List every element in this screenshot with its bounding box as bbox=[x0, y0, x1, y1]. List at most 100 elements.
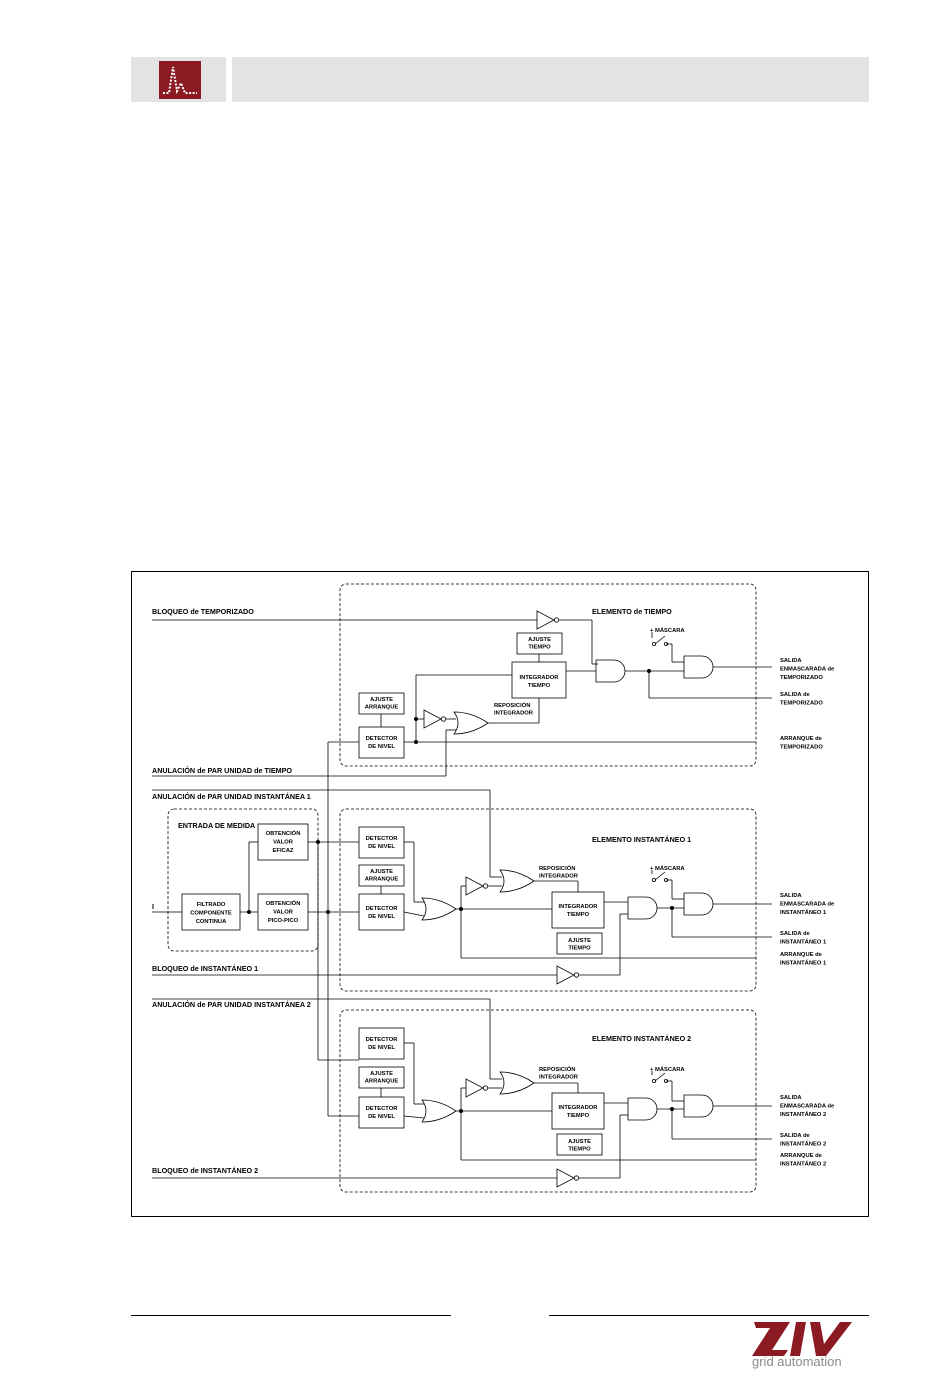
label-line: SALIDA bbox=[780, 658, 802, 664]
label-line: INSTANTÁNEO 1 bbox=[780, 939, 827, 946]
label-diagram-tiempo-integrador: INTEGRADOR TIEMPO bbox=[520, 675, 560, 689]
label-line: DE NIVEL bbox=[368, 1045, 395, 1051]
not-gate-i1 bbox=[465, 876, 484, 896]
brand-tagline: grid automation bbox=[752, 1354, 842, 1369]
and-gate-i1a bbox=[627, 896, 658, 920]
label-diagram-inst1-out_salida: SALIDA de INSTANTÁNEO 1 bbox=[780, 931, 827, 946]
label-line: VALOR bbox=[273, 910, 294, 916]
title-tiempo: ELEMENTO de TIEMPO bbox=[592, 607, 672, 616]
label-line: TIEMPO bbox=[528, 683, 551, 689]
not-gate-bloqueo-i1 bbox=[556, 965, 575, 985]
footer-rule-right bbox=[549, 1315, 869, 1316]
label-line: ARRANQUE de bbox=[780, 1153, 823, 1159]
box-detector-i2b bbox=[358, 1096, 405, 1129]
label-line: TEMPORIZADO bbox=[780, 675, 823, 681]
label-diagram-inst1-integrador: INTEGRADOR TIEMPO bbox=[559, 904, 599, 918]
label-line: DE NIVEL bbox=[368, 1114, 395, 1120]
label-line: TIEMPO bbox=[568, 1147, 591, 1153]
box-ajuste-tiempo-i2 bbox=[556, 1133, 603, 1156]
box-detector-i1b bbox=[358, 893, 405, 931]
label-line: REPOSICIÓN bbox=[539, 864, 575, 872]
label-line: INTEGRADOR bbox=[520, 675, 560, 681]
label-diagram-medida-pico: OBTENCIÓN VALOR PICO-PICO bbox=[266, 899, 301, 924]
and-gate-i2b bbox=[683, 1094, 714, 1118]
label-line: SALIDA de bbox=[780, 931, 811, 937]
or-gate-i1a bbox=[499, 869, 535, 893]
not-gate-bloqueo-t bbox=[536, 610, 555, 630]
label-bloqueo-inst1: BLOQUEO de INSTANTÁNEO 1 bbox=[152, 964, 258, 973]
box-ajuste-tiempo-t bbox=[516, 632, 563, 655]
label-line: SALIDA bbox=[780, 1095, 802, 1101]
label-line: INTEGRADOR bbox=[559, 1105, 599, 1111]
label-line: TIEMPO bbox=[567, 912, 590, 918]
box-integrador-i2 bbox=[551, 1092, 605, 1130]
label-line: TIEMPO bbox=[567, 1113, 590, 1119]
label-line: DE NIVEL bbox=[368, 844, 395, 850]
label-line: ARRANQUE bbox=[365, 877, 399, 883]
box-integrador-i1 bbox=[551, 891, 605, 929]
label-line: TIEMPO bbox=[528, 645, 551, 651]
label-line: PICO-PICO bbox=[268, 918, 299, 924]
header-title-bar bbox=[232, 57, 869, 102]
label-line: SALIDA de bbox=[780, 692, 811, 698]
label-anulacion-inst2: ANULACIÓN de PAR UNIDAD INSTANTÁNEA 2 bbox=[152, 1000, 311, 1009]
label-mascara-i2: + MÁSCARA bbox=[650, 1066, 685, 1073]
label-line: DETECTOR bbox=[366, 906, 399, 912]
label-line: FILTRADO bbox=[197, 902, 226, 908]
label-diagram-tiempo-out_salida: SALIDA de TEMPORIZADO bbox=[780, 692, 823, 707]
label-line: REPOSICIÓN bbox=[494, 701, 530, 709]
box-ajuste-arranque-t bbox=[358, 692, 405, 715]
title-inst2: ELEMENTO INSTANTÁNEO 2 bbox=[592, 1034, 691, 1043]
label-line: DE NIVEL bbox=[368, 744, 395, 750]
label-line: SALIDA bbox=[780, 893, 802, 899]
label-diagram-inst1-ajuste_tiempo: AJUSTE TIEMPO bbox=[568, 938, 591, 952]
label-line: AJUSTE bbox=[370, 697, 393, 703]
label-line: COMPONENTE bbox=[190, 911, 232, 917]
label-diagram-tiempo-reposicion: REPOSICIÓN INTEGRADOR bbox=[494, 701, 534, 717]
or-gate-i2b bbox=[421, 1099, 457, 1123]
label-line: INTEGRADOR bbox=[494, 711, 534, 717]
label-diagram-medida-eficaz: OBTENCIÓN VALOR EFICAZ bbox=[266, 829, 301, 854]
title-medida: ENTRADA DE MEDIDA bbox=[178, 821, 255, 830]
label-line: VALOR bbox=[273, 840, 294, 846]
label-line: INSTANTÁNEO 1 bbox=[780, 960, 827, 967]
box-ajuste-arranque-i1 bbox=[358, 864, 405, 887]
and-gate-t1 bbox=[595, 659, 626, 683]
label-line: OBTENCIÓN bbox=[266, 899, 301, 907]
box-detector-i2a bbox=[358, 1027, 405, 1060]
label-mascara-i1: + MÁSCARA bbox=[650, 865, 685, 872]
waveform-icon bbox=[159, 61, 201, 99]
label-line: TIEMPO bbox=[568, 946, 591, 952]
box-ajuste-tiempo-i1 bbox=[556, 932, 603, 955]
label-line: TEMPORIZADO bbox=[780, 701, 823, 707]
and-gate-i1b bbox=[683, 892, 714, 916]
label-line: INSTANTÁNEO 2 bbox=[780, 1141, 826, 1148]
label-line: REPOSICIÓN bbox=[539, 1065, 575, 1073]
label-line: EFICAZ bbox=[273, 848, 294, 854]
label-diagram-tiempo-out_masked: SALIDA ENMASCARADA de TEMPORIZADO bbox=[780, 658, 835, 681]
label-line: ENMASCARADA de bbox=[780, 1104, 835, 1110]
group-inst2 bbox=[339, 1009, 757, 1193]
label-mascara-t: + MÁSCARA bbox=[650, 627, 685, 634]
label-line: INTEGRADOR bbox=[559, 904, 599, 910]
label-line: OBTENCIÓN bbox=[266, 829, 301, 837]
label-line: ENMASCARADA de bbox=[780, 667, 835, 673]
box-detector-t bbox=[358, 726, 405, 759]
title-inst1: ELEMENTO INSTANTÁNEO 1 bbox=[592, 835, 691, 844]
label-line: INSTANTÁNEO 2 bbox=[780, 1161, 826, 1168]
label-anulacion-inst1: ANULACIÓN de PAR UNIDAD INSTANTÁNEA 1 bbox=[152, 792, 311, 801]
label-line: AJUSTE bbox=[568, 938, 591, 944]
